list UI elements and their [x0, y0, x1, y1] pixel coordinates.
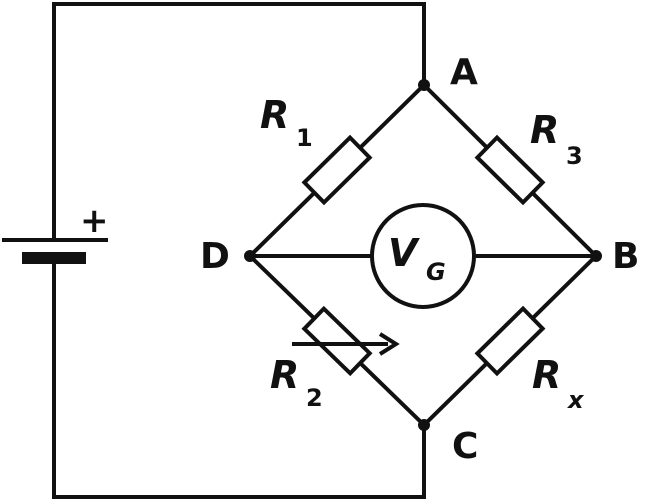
variable-resistor-arrow-icon [292, 332, 400, 356]
battery-negative-plate [22, 252, 86, 264]
label-rx: R x [532, 353, 585, 414]
watermark: 知乎 @Jim Hacker [478, 463, 617, 482]
label-r1: R 1 [260, 93, 313, 152]
battery-positive-sign: + [80, 201, 109, 241]
resistor-rx [474, 305, 546, 377]
label-r2: R 2 [270, 353, 323, 412]
meter-symbol: V [388, 231, 420, 275]
resistor-r3 [474, 134, 546, 206]
label-r2-symbol: R [270, 353, 299, 397]
meter-subscript: G [426, 258, 446, 286]
node-label-b: B [612, 236, 639, 277]
node-label-a: A [450, 52, 478, 93]
node-label-d: D [200, 236, 230, 277]
label-r3-subscript: 3 [566, 142, 583, 170]
meter: V G [370, 203, 476, 309]
label-r3: R 3 [530, 108, 583, 170]
meter-circle [370, 203, 476, 309]
label-r3-symbol: R [530, 108, 559, 152]
junction-b [590, 250, 602, 262]
wire-top-left [52, 2, 426, 242]
wire-bottom-left [52, 260, 426, 499]
label-r2-subscript: 2 [306, 384, 323, 412]
label-r1-subscript: 1 [296, 124, 313, 152]
resistor-r2 [301, 305, 373, 377]
junctions [244, 79, 602, 431]
outer-circuit [52, 2, 426, 499]
label-rx-symbol: R [532, 353, 561, 397]
junction-c [418, 419, 430, 431]
battery: + [2, 201, 109, 264]
label-r1-symbol: R [260, 93, 289, 137]
label-rx-subscript: x [567, 386, 585, 414]
resistor-r1 [301, 134, 373, 206]
node-label-c: C [452, 426, 478, 467]
junction-d [244, 250, 256, 262]
junction-a [418, 79, 430, 91]
